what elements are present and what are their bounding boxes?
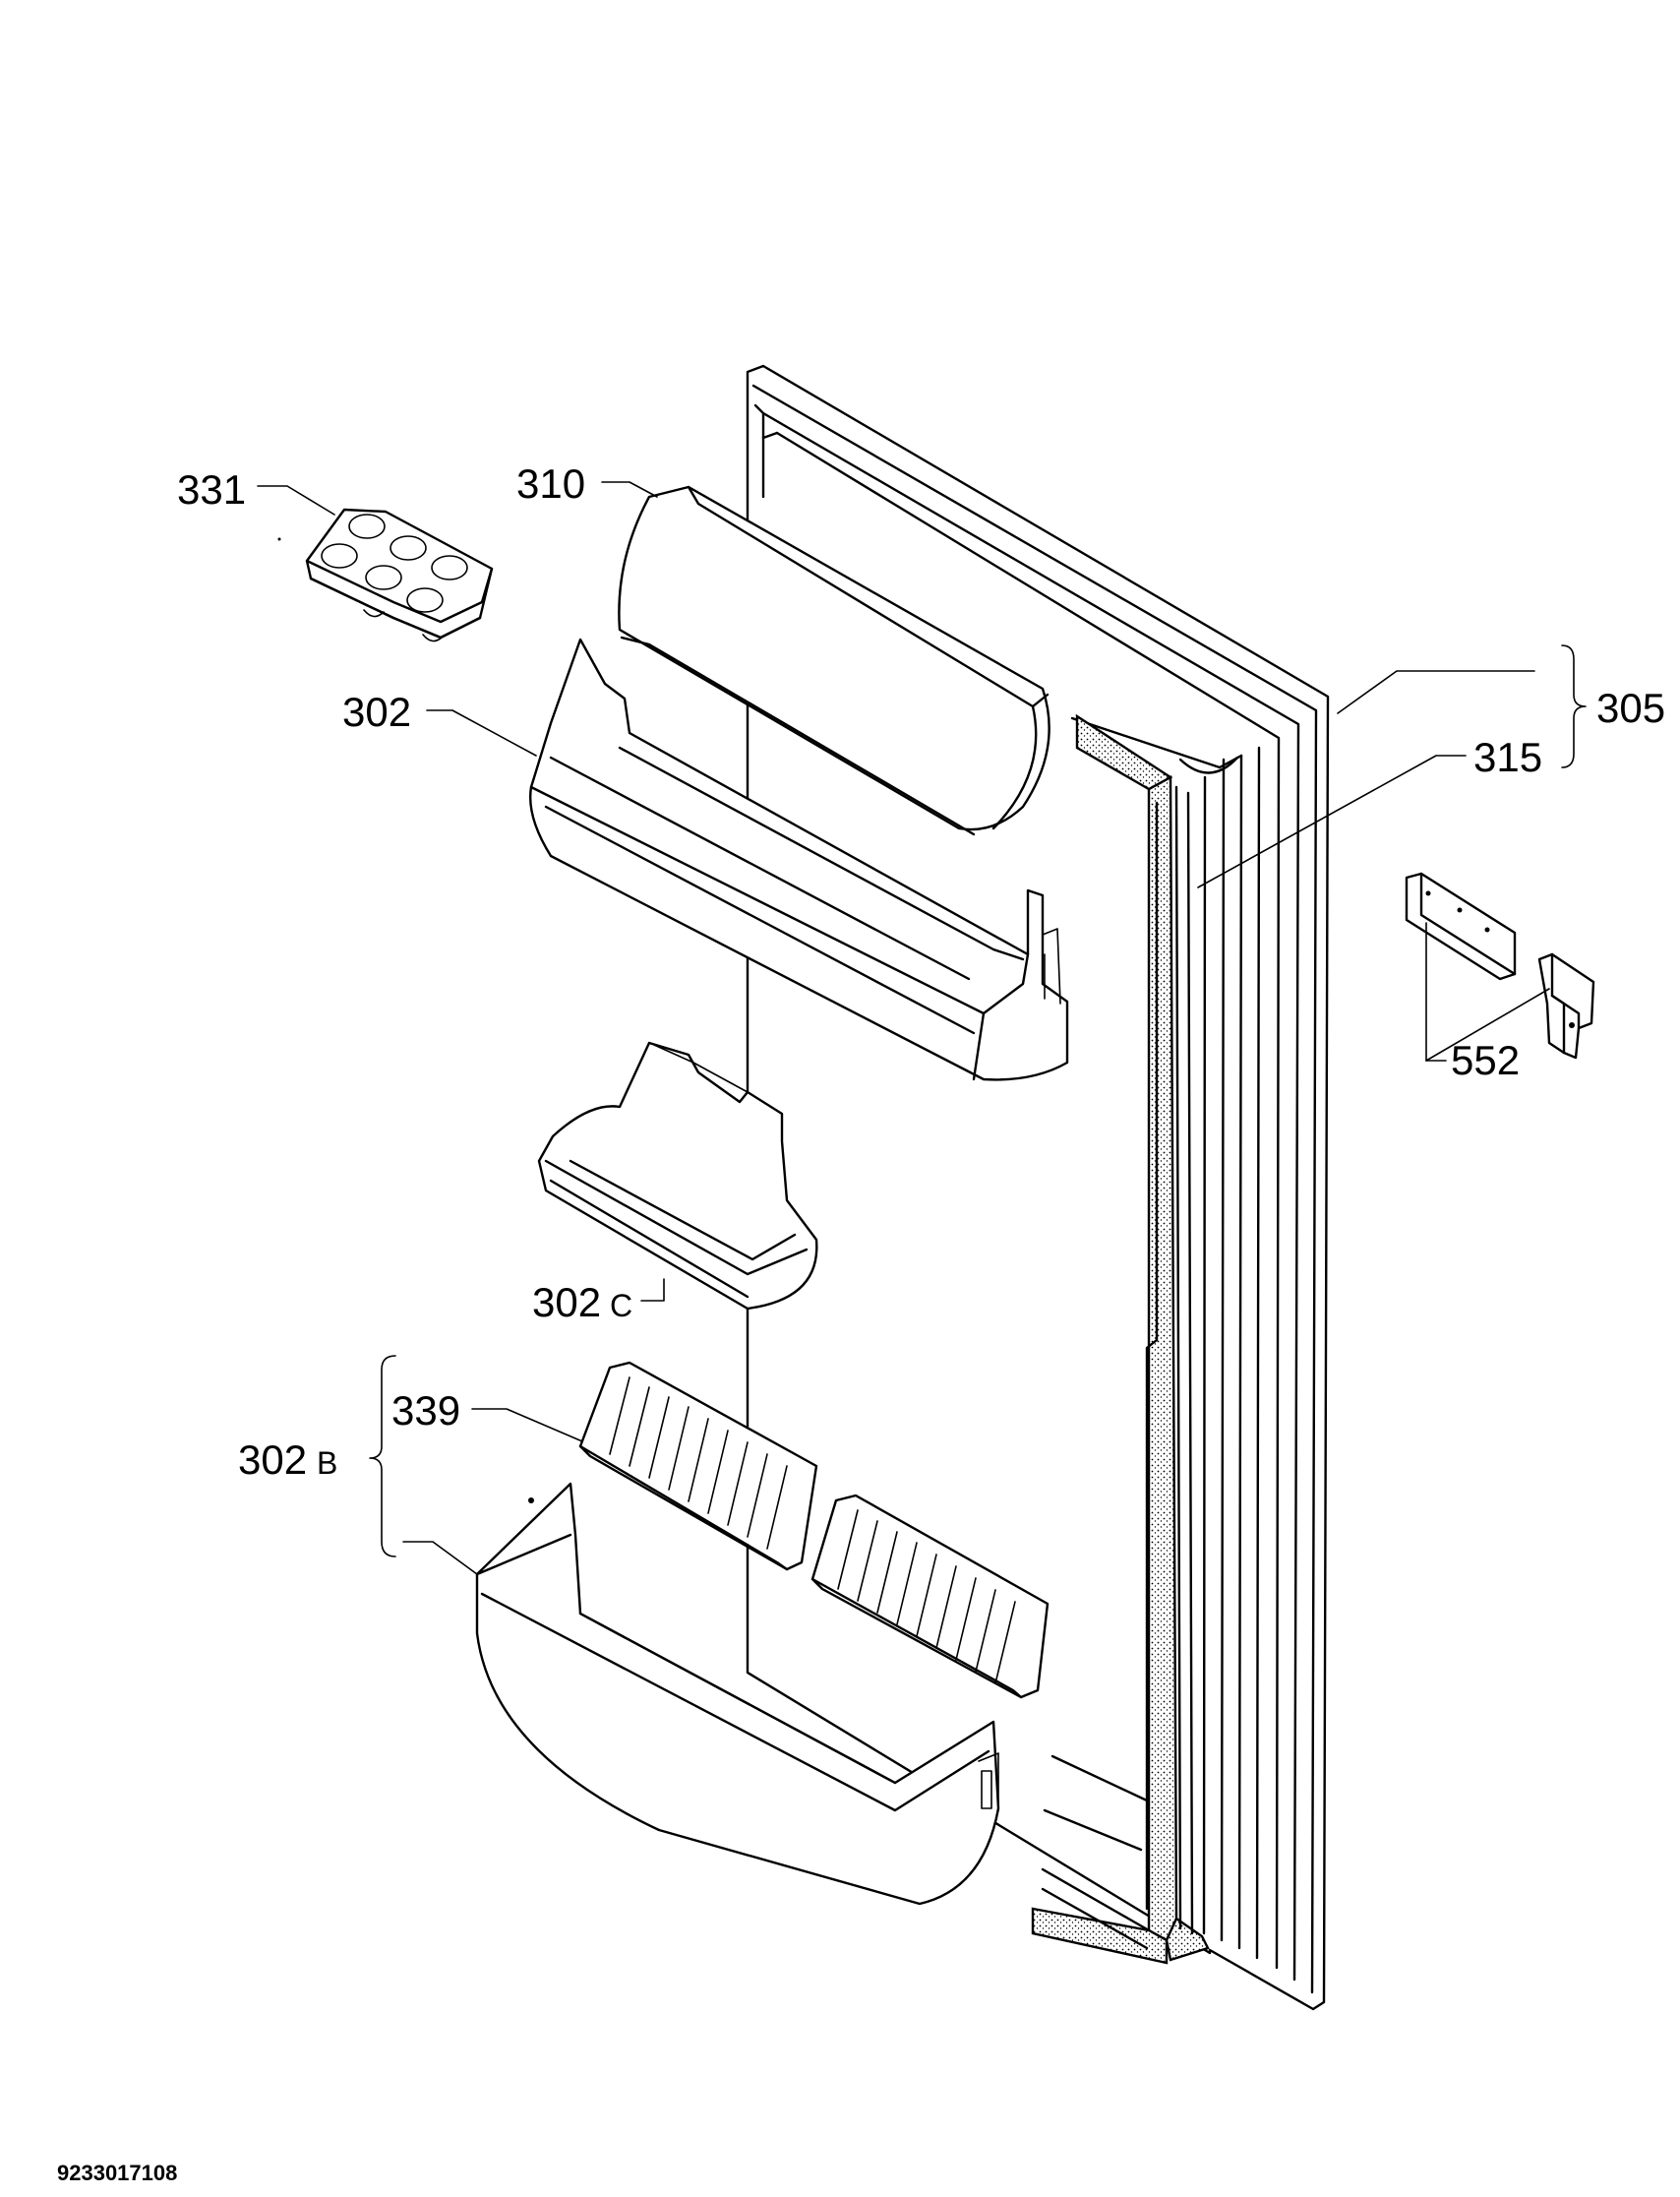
label-331: 331 [177, 466, 246, 513]
door-shelf-small [537, 1041, 818, 1311]
label-302c: 302 [532, 1279, 601, 1325]
document-number: 9233017108 [57, 2161, 177, 2185]
label-302b-suffix: B [317, 1445, 337, 1481]
egg-tray [305, 508, 494, 642]
label-310: 310 [516, 460, 585, 507]
bottle-retainer-left [578, 1361, 818, 1571]
brace-305 [1561, 644, 1587, 768]
label-315: 315 [1473, 734, 1542, 780]
label-302c-suffix: C [610, 1288, 632, 1323]
label-302b: 302 [238, 1436, 307, 1483]
hinge-bracket [1537, 952, 1595, 1060]
label-339: 339 [391, 1387, 460, 1434]
hinge-plate [1405, 872, 1517, 981]
label-552: 552 [1451, 1037, 1520, 1083]
door-shelf-bottle [475, 1482, 1000, 1906]
door-shelf-upper [529, 638, 1069, 1081]
brace-302b [369, 1355, 396, 1557]
door-gasket [1031, 713, 1210, 1965]
label-302: 302 [342, 689, 411, 735]
butter-compartment-cover [618, 485, 1050, 836]
bottle-retainer-right [810, 1494, 1050, 1699]
label-305: 305 [1596, 685, 1665, 731]
leader-lines [257, 481, 1550, 1575]
